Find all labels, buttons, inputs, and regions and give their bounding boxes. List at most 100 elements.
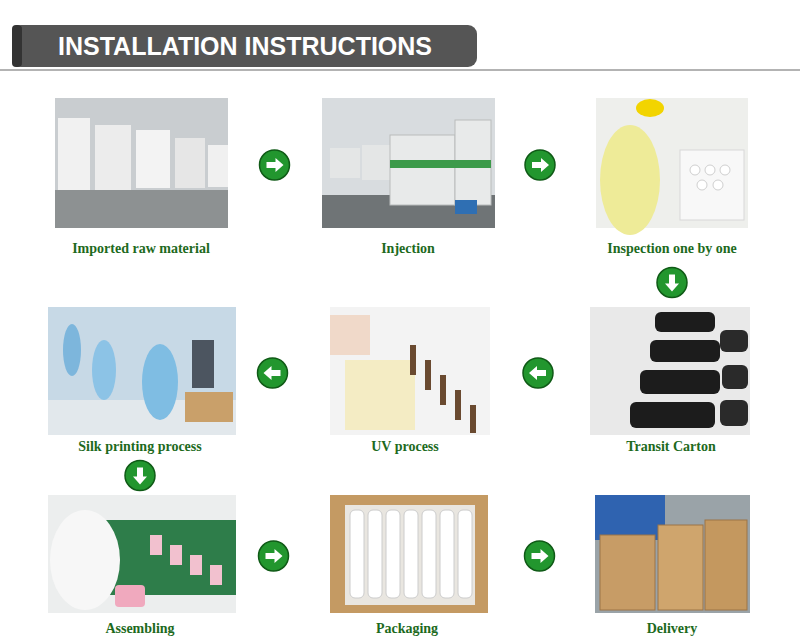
- glove: [330, 315, 370, 355]
- silk-printing-photo: [48, 307, 236, 435]
- cylinder: [422, 510, 436, 598]
- carton: [185, 392, 233, 422]
- photo-ground: [48, 307, 236, 435]
- process-step: Imported raw material: [51, 98, 231, 258]
- warehouse-photo: [55, 98, 228, 228]
- part: [150, 535, 162, 555]
- arrow-disc: [523, 358, 553, 388]
- photo-ground: [322, 98, 495, 228]
- worker: [63, 324, 81, 376]
- cylinder: [655, 312, 715, 332]
- step-caption: Silk printing process: [50, 438, 230, 456]
- bag-stack: [95, 125, 131, 190]
- arrow-disc: [258, 358, 288, 388]
- inspection-photo: [596, 98, 748, 235]
- flow-arrow: [498, 150, 582, 180]
- cylinder: [458, 510, 472, 598]
- cylinder: [440, 510, 454, 598]
- flow-arrow: [657, 258, 687, 307]
- process-step: Silk printing process: [50, 307, 230, 456]
- injection-photo: [322, 98, 495, 228]
- bag-stack: [175, 138, 205, 188]
- bag-stack: [136, 130, 170, 188]
- bottle: [440, 375, 446, 405]
- photo-ground: [595, 495, 750, 613]
- step-caption: UV process: [315, 438, 495, 456]
- carton-inside: [345, 505, 475, 605]
- cylinder: [720, 400, 748, 426]
- arrow-head: [532, 549, 549, 563]
- part: [720, 165, 730, 175]
- packaging-photo: [330, 495, 488, 613]
- process-step: Injection: [318, 98, 498, 258]
- part: [705, 165, 715, 175]
- machine: [330, 148, 360, 178]
- assembling-photo: [48, 495, 236, 613]
- step-caption: Imported raw material: [51, 240, 231, 258]
- carton: [330, 495, 488, 613]
- flow-arrow: [125, 456, 155, 495]
- cylinder: [350, 510, 364, 598]
- header-cap: [12, 25, 22, 67]
- process-step: Inspection one by one: [582, 98, 762, 258]
- cylinder: [630, 402, 715, 428]
- process-step: Assembling: [50, 495, 230, 638]
- parts-tray: [345, 360, 415, 430]
- header-rule: [0, 69, 800, 71]
- box-stack: [658, 525, 703, 610]
- arrow-disc: [657, 268, 687, 298]
- bottle: [470, 405, 476, 433]
- worker: [600, 125, 660, 235]
- truck: [595, 495, 665, 540]
- step-caption: Injection: [318, 240, 498, 258]
- bag-stack: [58, 118, 90, 190]
- flow-arrow: [497, 541, 582, 571]
- bottle: [425, 360, 431, 390]
- process-step: Transit Carton: [581, 307, 761, 456]
- arrow-disc: [259, 541, 289, 571]
- header-tab: [12, 25, 477, 67]
- arrow-head: [529, 366, 546, 380]
- bin: [455, 200, 477, 214]
- step-caption: Transit Carton: [581, 438, 761, 456]
- arrow-head: [532, 158, 549, 172]
- flow-arrow: [230, 541, 317, 571]
- part: [713, 180, 723, 190]
- box-stack: [600, 535, 655, 610]
- page-title: INSTALLATION INSTRUCTIONS: [58, 31, 432, 61]
- machine-band: [390, 160, 491, 168]
- part: [170, 545, 182, 565]
- bottle: [455, 390, 461, 420]
- process-step: UV process: [315, 307, 495, 456]
- photo-ground: [590, 307, 750, 435]
- uv-photo: [330, 307, 490, 435]
- part: [190, 555, 202, 575]
- photo-floor: [55, 190, 228, 228]
- cylinder: [640, 370, 720, 394]
- transit-carton-photo: [590, 307, 750, 435]
- machine: [390, 135, 455, 205]
- machine: [362, 145, 392, 180]
- step-caption: Delivery: [582, 620, 762, 638]
- arrow-head: [266, 549, 283, 563]
- flow-arrow: [495, 358, 581, 388]
- part: [697, 180, 707, 190]
- conveyor: [100, 520, 236, 595]
- cylinder: [404, 510, 418, 598]
- process-step: Packaging: [317, 495, 497, 638]
- arrow-disc: [260, 150, 290, 180]
- arrow-head: [133, 468, 147, 485]
- part: [210, 565, 222, 585]
- process-step: Delivery: [582, 495, 762, 638]
- arrow-head: [264, 366, 281, 380]
- cylinder: [720, 330, 748, 352]
- step-caption: Assembling: [50, 620, 230, 638]
- part: [115, 585, 145, 607]
- step-caption: Packaging: [317, 620, 497, 638]
- part: [690, 165, 700, 175]
- bag-stack: [208, 145, 228, 187]
- worker: [142, 344, 178, 420]
